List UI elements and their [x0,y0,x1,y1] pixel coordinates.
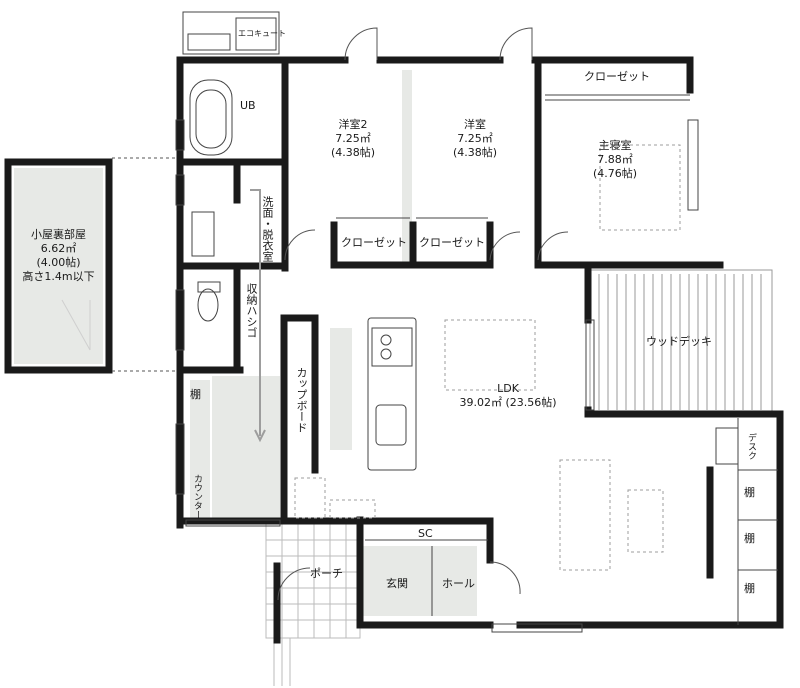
room-attic-name: 小屋裏部屋 [31,228,86,241]
room-shushinshitsu-tatami: (4.76帖) [592,167,638,180]
shaded-areas [14,70,477,616]
room-attic-tatami: (4.00帖) [36,256,81,269]
ub-label: UB [240,99,256,112]
room-yoshitsu-area: 7.25㎡ [457,132,493,145]
cupboard-label: カップボード [295,367,308,433]
tana-r3-label: 棚 [744,582,755,595]
room-ldk-area: 39.02㎡ (23.56帖) [459,396,557,409]
ecocute-units [182,11,280,55]
room-shushinshitsu-name: 主寝室 [598,139,632,152]
tana-r2-label: 棚 [744,532,755,545]
room-attic-note: 高さ1.4m以下 [22,270,95,283]
room-ldk-name: LDK [497,382,519,395]
closet-right-label: クローゼット [419,236,485,249]
porch-label: ポーチ [310,567,343,580]
room-shushinshitsu: 主寝室 7.88㎡ (4.76帖) [580,139,650,181]
stair-arrow [250,189,266,443]
genkan-label: 玄関 [386,577,408,590]
room-ldk: LDK 39.02㎡ (23.56帖) [448,382,568,410]
room-attic: 小屋裏部屋 6.62㎡ (4.00帖) 高さ1.4m以下 [14,228,103,284]
shuno-hashigo-label: 収納ハシゴ [245,282,258,338]
room-yoshitsu2-tatami: (4.38帖) [330,146,376,159]
room-shushinshitsu-area: 7.88㎡ [597,153,633,166]
fixtures [189,79,417,471]
attic-room [4,157,180,374]
counter-label: カウンター [192,473,202,519]
hall-label: ホール [442,577,475,590]
room-yoshitsu2: 洋室2 7.25㎡ (4.38帖) [318,118,388,160]
wood-deck [589,269,773,415]
sc-label: SC [418,527,433,540]
thin-lines [175,94,778,633]
door-swings [277,27,569,601]
dashed-furniture [294,144,681,571]
closet-top-label: クローゼット [584,70,650,83]
senmen-label: 洗面・脱衣室 [261,196,274,262]
room-yoshitsu2-name: 洋室2 [338,118,368,131]
wood-deck-label: ウッドデッキ [646,335,712,348]
desk-label: デスク [746,432,756,460]
room-attic-area: 6.62㎡ [40,242,77,255]
room-yoshitsu-name: 洋室 [464,118,486,131]
walls [176,56,784,644]
room-yoshitsu: 洋室 7.25㎡ (4.38帖) [440,118,510,160]
room-yoshitsu2-area: 7.25㎡ [335,132,371,145]
tana-r1-label: 棚 [744,486,755,499]
ecocute-label: エコキュート [238,29,286,38]
tana-left-label: 棚 [190,388,201,401]
room-yoshitsu-tatami: (4.38帖) [452,146,498,159]
closet-left-label: クローゼット [341,236,407,249]
